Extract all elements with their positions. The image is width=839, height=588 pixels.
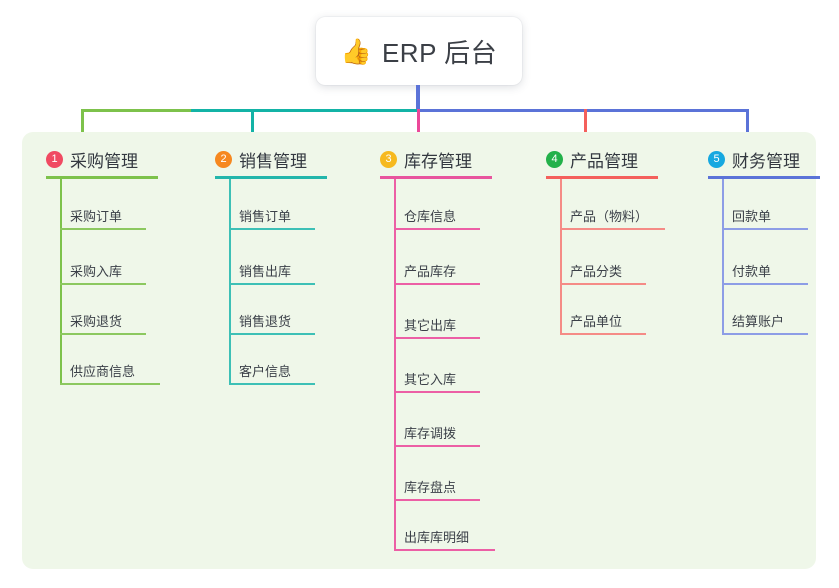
- column-product: 4 产品管理 产品（物料） 产品分类 产品单位: [534, 142, 665, 335]
- column-header-sales[interactable]: 2 销售管理: [203, 142, 307, 176]
- column-header-product[interactable]: 4 产品管理: [534, 142, 638, 176]
- leaf-label: 销售订单: [239, 209, 292, 224]
- leaf-item[interactable]: 回款单: [722, 209, 808, 230]
- leaf-item[interactable]: 其它入库: [394, 372, 480, 393]
- column-header-inventory[interactable]: 3 库存管理: [368, 142, 472, 176]
- leaf-item[interactable]: 仓库信息: [394, 209, 480, 230]
- leaf-item[interactable]: 其它出库: [394, 318, 480, 339]
- leaf-item[interactable]: 采购退货: [60, 314, 146, 335]
- leaf-label: 其它出库: [404, 318, 457, 333]
- badge-2: 2: [215, 150, 232, 168]
- leaf-label: 仓库信息: [404, 209, 457, 224]
- leaf-stem-sales: [229, 179, 231, 383]
- leaf-item[interactable]: 付款单: [722, 264, 808, 285]
- leaf-label: 出库库明细: [404, 530, 470, 545]
- column-inventory: 3 库存管理 仓库信息 产品库存 其它出库 其它入库 库存调拨 库存盘点 出库库…: [368, 142, 495, 551]
- column-header-rule-sales: [215, 176, 327, 179]
- connector-bar-segment-green: [81, 109, 193, 112]
- leaf-item[interactable]: 客户信息: [229, 364, 315, 385]
- leaf-label: 产品分类: [570, 264, 623, 279]
- column-header-finance[interactable]: 5 财务管理: [696, 142, 800, 176]
- leaf-stem-finance: [722, 179, 724, 333]
- badge-5: 5: [708, 150, 725, 168]
- connector-leg-3: [417, 109, 420, 145]
- column-header-purchase[interactable]: 1 采购管理: [34, 142, 138, 176]
- connector-leg-5: [746, 109, 749, 145]
- content-panel: [22, 132, 816, 569]
- connector-bar-segment-teal: [191, 109, 421, 112]
- root-node-title: ERP 后台: [381, 37, 498, 68]
- leaf-item[interactable]: 产品单位: [560, 314, 646, 335]
- leaf-item[interactable]: 销售出库: [229, 264, 315, 285]
- leaf-label: 库存调拨: [404, 426, 457, 441]
- leaf-label: 销售退货: [239, 314, 292, 329]
- column-header-rule-inventory: [380, 176, 492, 179]
- badge-3: 3: [380, 150, 397, 168]
- leaf-label: 供应商信息: [70, 364, 136, 379]
- column-title-purchase: 采购管理: [70, 151, 138, 171]
- leaf-item[interactable]: 产品分类: [560, 264, 646, 285]
- leaf-label: 其它入库: [404, 372, 457, 387]
- leaf-label: 付款单: [732, 264, 772, 279]
- leaf-item[interactable]: 结算账户: [722, 314, 808, 335]
- column-title-sales: 销售管理: [239, 151, 307, 171]
- column-title-inventory: 库存管理: [404, 151, 472, 171]
- connector-leg-4: [584, 109, 587, 145]
- leaf-label: 销售出库: [239, 264, 292, 279]
- leaf-label: 客户信息: [239, 364, 292, 379]
- leaf-item[interactable]: 销售订单: [229, 209, 315, 230]
- leaf-label: 结算账户: [732, 314, 785, 329]
- badge-1: 1: [46, 150, 63, 168]
- leaf-item[interactable]: 库存调拨: [394, 426, 480, 447]
- leaf-label: 产品单位: [570, 314, 623, 329]
- thumbs-up-icon: 👍: [340, 37, 372, 66]
- leaf-label: 库存盘点: [404, 480, 457, 495]
- connector-leg-1: [81, 109, 84, 145]
- leaf-label: 回款单: [732, 209, 772, 224]
- column-finance: 5 财务管理 回款单 付款单 结算账户: [696, 142, 820, 335]
- leaf-stem-purchase: [60, 179, 62, 383]
- leaf-item[interactable]: 采购入库: [60, 264, 146, 285]
- leaf-label: 产品库存: [404, 264, 457, 279]
- leaf-label: 产品（物料）: [570, 209, 649, 224]
- column-sales: 2 销售管理 销售订单 销售出库 销售退货 客户信息: [203, 142, 327, 385]
- leaf-stem-inventory: [394, 179, 396, 549]
- connector-leg-2: [251, 109, 254, 145]
- column-title-product: 产品管理: [570, 151, 638, 171]
- leaf-label: 采购订单: [70, 209, 123, 224]
- leaf-item[interactable]: 采购订单: [60, 209, 146, 230]
- leaf-item[interactable]: 销售退货: [229, 314, 315, 335]
- leaf-label: 采购入库: [70, 264, 123, 279]
- column-header-rule-finance: [708, 176, 820, 179]
- column-header-rule-product: [546, 176, 658, 179]
- leaf-item[interactable]: 出库库明细: [394, 530, 495, 551]
- connector-trunk-vertical: [416, 85, 420, 111]
- root-node-card[interactable]: 👍 ERP 后台: [316, 17, 522, 85]
- leaf-item[interactable]: 产品库存: [394, 264, 480, 285]
- leaf-item[interactable]: 库存盘点: [394, 480, 480, 501]
- leaf-label: 采购退货: [70, 314, 123, 329]
- leaf-stem-product: [560, 179, 562, 333]
- leaf-item[interactable]: 供应商信息: [60, 364, 160, 385]
- leaf-item[interactable]: 产品（物料）: [560, 209, 665, 230]
- badge-4: 4: [546, 150, 563, 168]
- column-header-rule-purchase: [46, 176, 158, 179]
- column-title-finance: 财务管理: [732, 151, 800, 171]
- column-purchase: 1 采购管理 采购订单 采购入库 采购退货 供应商信息: [34, 142, 160, 385]
